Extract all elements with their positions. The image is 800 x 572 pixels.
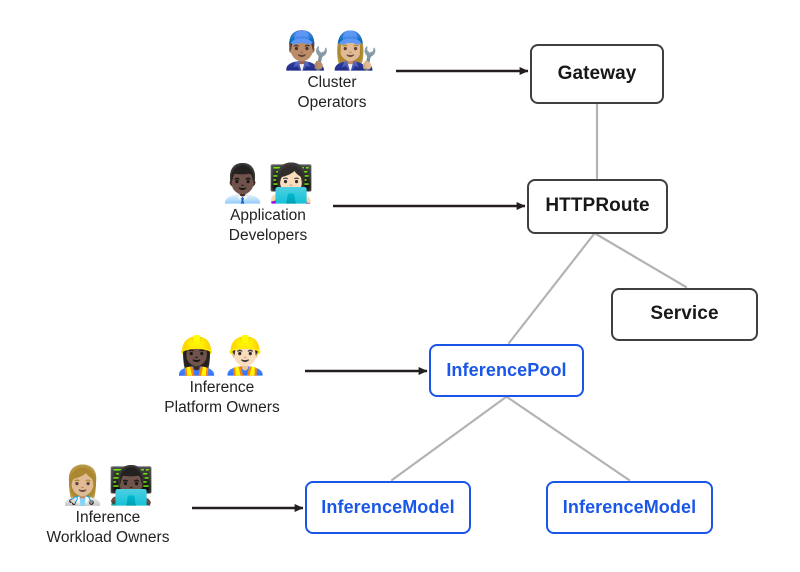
node-httproute-label: HTTPRoute [545,195,650,217]
node-inferencemodel-left[interactable]: InferenceModel [305,481,471,534]
persona-inference-platform-owners-label: Inference Platform Owners [164,379,280,416]
node-httproute[interactable]: HTTPRoute [527,179,668,234]
office-worker-technologist-pair-icon: 👨🏿‍💼👩🏻‍💻 [219,162,317,205]
persona-application-developers-label: Application Developers [228,207,308,244]
node-gateway-label: Gateway [557,62,637,84]
construction-worker-pair-icon: 👷🏿‍♀️👷🏻‍♂️ [173,334,271,377]
persona-inference-workload-owners: 👩🏼‍⚕️👨🏿‍💻 Inference Workload Owners [38,467,178,548]
edge-httproute-inferencepool [507,232,596,345]
mechanic-pair-icon: 👨🏽‍🔧👩🏼‍🔧 [283,29,381,72]
edge-httproute-service [594,232,688,289]
node-inferencepool-label: InferencePool [446,359,567,380]
edge-inferencepool-model-right [505,395,631,482]
persona-application-developers: 👨🏿‍💼👩🏻‍💻 Application Developers [204,165,332,246]
node-inferencemodel-right[interactable]: InferenceModel [546,481,713,534]
persona-cluster-operators-label: Cluster Operators [297,74,367,111]
node-service-label: Service [650,303,719,325]
persona-inference-workload-owners-label: Inference Workload Owners [46,509,170,546]
node-gateway[interactable]: Gateway [530,44,664,104]
node-service[interactable]: Service [611,288,758,341]
node-inferencepool[interactable]: InferencePool [429,344,584,397]
persona-cluster-operators: 👨🏽‍🔧👩🏼‍🔧 Cluster Operators [268,32,396,113]
health-worker-technologist-pair-icon: 👩🏼‍⚕️👨🏿‍💻 [59,464,157,507]
persona-inference-platform-owners: 👷🏿‍♀️👷🏻‍♂️ Inference Platform Owners [158,337,286,418]
edge-inferencepool-model-left [390,395,508,482]
node-inferencemodel-right-label: InferenceModel [562,496,697,517]
node-inferencemodel-left-label: InferenceModel [321,496,455,517]
